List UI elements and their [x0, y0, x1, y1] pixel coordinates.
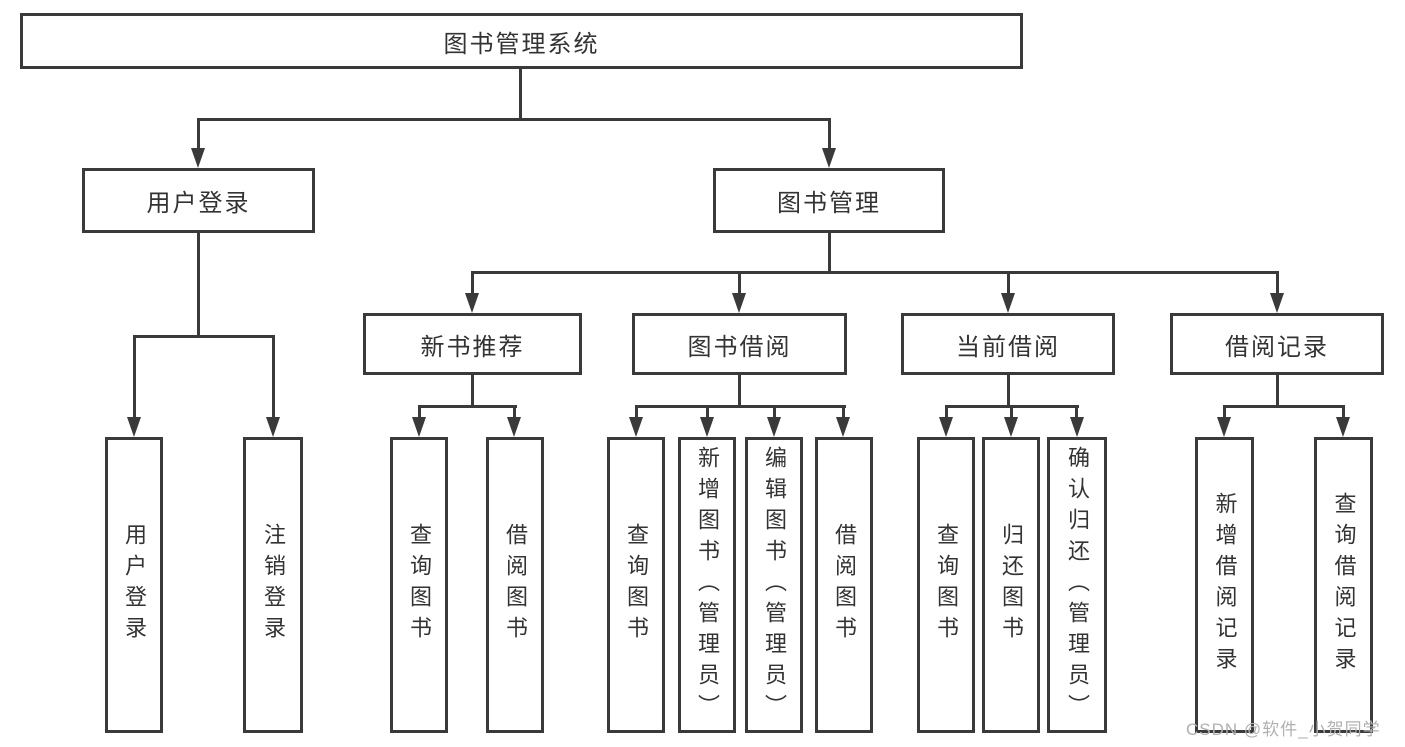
arrowhead-icon — [1070, 417, 1084, 437]
leaf-query-borrow-record-label: 查询借阅记录 — [1331, 492, 1357, 678]
arrowhead-icon — [732, 293, 746, 313]
arrowhead-icon — [127, 417, 141, 437]
branch-line — [706, 405, 709, 419]
book-management-branch-line — [471, 271, 1279, 274]
book-management-stem-line — [828, 233, 831, 274]
arrowhead-icon — [412, 417, 426, 437]
leaf-edit-book-admin: 编辑图书（管理员） — [745, 437, 803, 733]
arrowhead-icon — [1001, 293, 1015, 313]
node-current-borrow: 当前借阅 — [901, 313, 1115, 375]
arrowhead-icon — [1336, 417, 1350, 437]
root-stem-line — [519, 69, 522, 120]
csdn-watermark: CSDN @软件_小贺同学 — [1186, 720, 1381, 739]
node-book-borrow: 图书借阅 — [632, 313, 847, 375]
node-user-login-label: 用户登录 — [146, 190, 251, 217]
node-book-management: 图书管理 — [713, 168, 945, 233]
arrowhead-icon — [465, 293, 479, 313]
leaf-borrow-books-2: 借阅图书 — [815, 437, 873, 733]
leaf-return-book-label: 归还图书 — [999, 523, 1024, 647]
arrowhead-icon — [1217, 417, 1231, 437]
branch-line-leaf-logout — [272, 335, 275, 419]
node-current-borrow-label: 当前借阅 — [956, 333, 1060, 361]
branch-line — [842, 405, 845, 419]
branch-line-book-management — [828, 118, 831, 150]
node-borrow-records: 借阅记录 — [1170, 313, 1384, 375]
leaf-borrow-books-1-label: 借阅图书 — [503, 523, 528, 647]
leaf-user-login: 用户登录 — [105, 437, 163, 733]
arrowhead-icon — [767, 417, 781, 437]
leaf-query-borrow-record: 查询借阅记录 — [1314, 437, 1373, 733]
node-user-login: 用户登录 — [82, 168, 315, 233]
book-borrow-stem-line — [738, 375, 741, 407]
leaf-confirm-return-admin-label: 确认归还（管理员） — [1065, 445, 1090, 725]
arrowhead-icon — [836, 417, 850, 437]
new-book-branch-line — [418, 405, 517, 408]
node-new-book-recommend-label: 新书推荐 — [420, 333, 525, 361]
arrowhead-icon — [822, 148, 836, 168]
leaf-edit-book-admin-label: 编辑图书（管理员） — [762, 445, 787, 725]
leaf-return-book: 归还图书 — [982, 437, 1040, 733]
leaf-borrow-books-1: 借阅图书 — [486, 437, 544, 733]
branch-line-book-borrow — [738, 271, 741, 295]
arrowhead-icon — [629, 417, 643, 437]
node-new-book-recommend: 新书推荐 — [363, 313, 582, 375]
borrow-records-branch-line — [1223, 405, 1345, 408]
leaf-add-book-admin: 新增图书（管理员） — [678, 437, 736, 733]
branch-line — [1223, 405, 1226, 419]
branch-line-current-borrow — [1007, 271, 1010, 295]
leaf-user-login-label: 用户登录 — [122, 523, 147, 647]
user-login-stem-line — [197, 233, 200, 337]
current-borrow-stem-line — [1007, 375, 1010, 407]
leaf-query-books-2-label: 查询图书 — [624, 523, 649, 647]
node-book-borrow-label: 图书借阅 — [687, 333, 792, 361]
arrowhead-icon — [191, 148, 205, 168]
branch-line-user-login — [197, 118, 200, 150]
branch-line — [513, 405, 516, 419]
arrowhead-icon — [939, 417, 953, 437]
leaf-logout-label: 注销登录 — [261, 523, 286, 647]
branch-line — [1010, 405, 1013, 419]
branch-line — [1075, 405, 1078, 419]
leaf-add-borrow-record-label: 新增借阅记录 — [1212, 492, 1238, 678]
leaf-query-books-1-label: 查询图书 — [407, 523, 432, 647]
branch-line-new-book — [471, 271, 474, 295]
user-login-branch-line — [133, 335, 275, 338]
branch-line — [418, 405, 421, 419]
branch-line — [773, 405, 776, 419]
branch-line — [635, 405, 638, 419]
new-book-stem-line — [471, 375, 474, 407]
branch-line-leaf-user-login — [133, 335, 136, 419]
arrowhead-icon — [266, 417, 280, 437]
leaf-add-book-admin-label: 新增图书（管理员） — [695, 445, 720, 725]
book-borrow-branch-line — [635, 405, 846, 408]
branch-line — [1342, 405, 1345, 419]
leaf-query-books-3-label: 查询图书 — [934, 523, 959, 647]
leaf-query-books-2: 查询图书 — [607, 437, 665, 733]
leaf-borrow-books-2-label: 借阅图书 — [832, 523, 857, 647]
leaf-add-borrow-record: 新增借阅记录 — [1195, 437, 1254, 733]
node-book-management-label: 图书管理 — [777, 190, 881, 217]
root-branch-line — [197, 118, 830, 121]
node-borrow-records-label: 借阅记录 — [1225, 333, 1329, 361]
arrowhead-icon — [507, 417, 521, 437]
arrowhead-icon — [1270, 293, 1284, 313]
leaf-logout: 注销登录 — [243, 437, 303, 733]
arrowhead-icon — [1004, 417, 1018, 437]
branch-line — [945, 405, 948, 419]
leaf-query-books-3: 查询图书 — [917, 437, 975, 733]
arrowhead-icon — [700, 417, 714, 437]
node-library-system: 图书管理系统 — [20, 13, 1023, 69]
leaf-confirm-return-admin: 确认归还（管理员） — [1047, 437, 1107, 733]
leaf-query-books-1: 查询图书 — [390, 437, 448, 733]
branch-line-borrow-records — [1276, 271, 1279, 295]
borrow-records-stem-line — [1276, 375, 1279, 407]
node-library-system-label: 图书管理系统 — [443, 30, 600, 58]
